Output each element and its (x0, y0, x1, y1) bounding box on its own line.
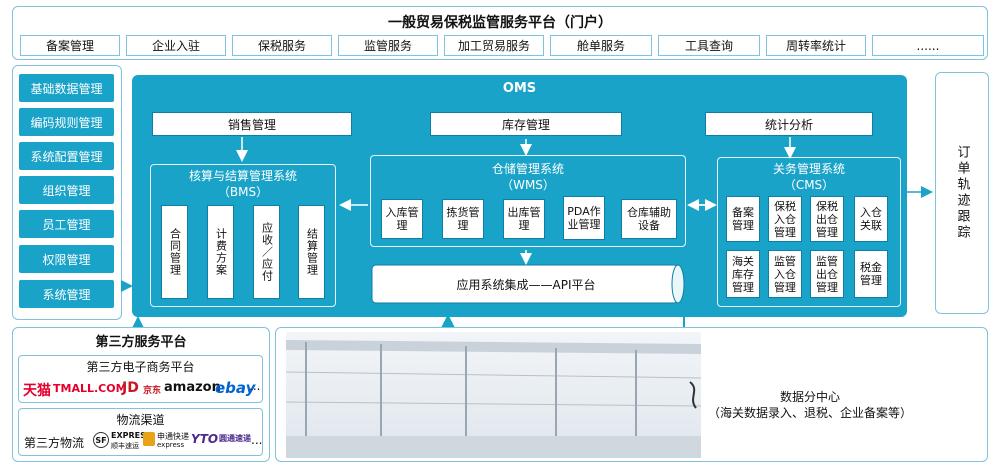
cms-inbound-link[interactable]: 入仓关联 (854, 196, 888, 242)
data-center-panel (275, 327, 988, 462)
oms-panel: OMS 销售管理 库存管理 统计分析 核算与结算管理系统 （BMS） 合同管理 … (132, 75, 907, 317)
module-statistics[interactable]: 统计分析 (705, 112, 873, 136)
nav-turnover-stats[interactable]: 周转率统计 (766, 35, 866, 56)
data-center-cable-icon (689, 381, 697, 409)
cms-bonded-outbound[interactable]: 保税出仓管理 (810, 196, 844, 242)
ecommerce-panel: 第三方电子商务平台 天猫 TMALL.COM JD 京东 amazon ebay… (18, 355, 263, 403)
cms-supervised-inbound[interactable]: 监管入仓管理 (768, 250, 802, 298)
bms-contract[interactable]: 合同管理 (161, 205, 188, 299)
wms-picking[interactable]: 拣货管理 (442, 199, 484, 239)
bms-group: 核算与结算管理系统 （BMS） 合同管理 计费方案 应收／应付 结算管理 (150, 164, 336, 307)
bms-billing-plan[interactable]: 计费方案 (207, 205, 234, 299)
order-tracking-label: 订单轨迹跟踪 (954, 145, 970, 241)
sto-express-text: express (157, 441, 185, 449)
ecommerce-title: 第三方电子商务平台 (86, 360, 195, 374)
api-platform-label[interactable]: 应用系统集成——API平台 (456, 277, 596, 292)
third-party-panel: 第三方服务平台 第三方电子商务平台 天猫 TMALL.COM JD 京东 ama… (12, 327, 270, 462)
logistics-panel: 物流渠道 第三方物流 SF EXPRESS 顺丰速运 申通快递 express … (18, 408, 263, 456)
cms-tax[interactable]: 税金管理 (854, 250, 888, 298)
wms-pda[interactable]: PDA作业管理 (563, 196, 605, 240)
third-party-title: 第三方服务平台 (95, 335, 187, 350)
module-sales[interactable]: 销售管理 (152, 112, 352, 136)
nav-tool-query[interactable]: 工具查询 (658, 35, 760, 56)
cms-title-abbr: （CMS） (783, 178, 835, 192)
api-platform-cylinder (371, 264, 685, 304)
jd-logo[interactable]: JD (122, 380, 139, 396)
bms-settlement[interactable]: 结算管理 (298, 205, 325, 299)
sto-logo[interactable]: 申通快递 (157, 432, 189, 441)
ecommerce-more[interactable]: ... (249, 379, 261, 393)
logistics-title: 物流渠道 (116, 413, 165, 427)
cms-customs-inventory[interactable]: 海关库存管理 (726, 250, 760, 298)
logistics-more[interactable]: ... (251, 433, 263, 447)
nav-enterprise-entry[interactable]: 企业入驻 (126, 35, 226, 56)
sidebar-item-system-admin[interactable]: 系统管理 (19, 280, 114, 308)
nav-manifest-service[interactable]: 舱单服务 (550, 35, 652, 56)
ebay-logo[interactable]: ebay (215, 379, 256, 397)
cms-filing[interactable]: 备案管理 (726, 196, 760, 242)
wms-title: 仓储管理系统 (491, 162, 564, 176)
nav-supervision-service[interactable]: 监管服务 (338, 35, 438, 56)
order-tracking-panel[interactable]: 订单轨迹跟踪 (935, 72, 989, 314)
portal-title: 一般贸易保税监管服务平台（门户） (388, 15, 612, 31)
yto-logo[interactable]: YTO (191, 432, 219, 446)
wms-outbound[interactable]: 出库管理 (503, 199, 545, 239)
module-inventory[interactable]: 库存管理 (430, 112, 622, 136)
sidebar-item-coding-rules[interactable]: 编码规则管理 (19, 108, 114, 136)
sidebar-item-permissions[interactable]: 权限管理 (19, 245, 114, 273)
sidebar-item-system-config[interactable]: 系统配置管理 (19, 142, 114, 170)
sto-icon (143, 432, 155, 446)
wms-group: 仓储管理系统 （WMS） 入库管理 拣货管理 出库管理 PDA作业管理 仓库辅助… (370, 155, 686, 247)
bms-title-abbr: （BMS） (217, 185, 269, 199)
sf-express-text: EXPRESS (111, 431, 152, 440)
amazon-logo[interactable]: amazon (164, 380, 221, 395)
yto-cn-name: 圆通速递 (219, 434, 251, 443)
bms-receivable-payable[interactable]: 应收／应付 (253, 205, 280, 299)
wms-title-abbr: （WMS） (501, 178, 555, 192)
wms-auxiliary-equipment[interactable]: 仓库辅助设备 (621, 199, 677, 239)
sidebar-item-staff[interactable]: 员工管理 (19, 210, 114, 238)
sidebar-item-organization[interactable]: 组织管理 (19, 176, 114, 204)
bms-title: 核算与结算管理系统 (188, 169, 297, 183)
data-center-photo (286, 332, 701, 458)
cms-title: 关务管理系统 (772, 162, 845, 176)
tmall-logo[interactable]: 天猫 (23, 383, 51, 399)
sf-logo[interactable]: SF (93, 432, 109, 448)
oms-title: OMS (502, 81, 537, 96)
data-center-title: 数据分中心 (779, 390, 840, 404)
cms-supervised-outbound[interactable]: 监管出仓管理 (810, 250, 844, 298)
wms-inbound[interactable]: 入库管理 (381, 199, 423, 239)
cms-group: 关务管理系统 （CMS） 备案管理 保税入仓管理 保税出仓管理 入仓关联 海关库… (717, 157, 901, 307)
nav-bonded-service[interactable]: 保税服务 (232, 35, 332, 56)
data-center-subtitle: （海关数据录入、退税、企业备案等） (707, 406, 912, 420)
sidebar-item-basic-data[interactable]: 基础数据管理 (19, 74, 114, 102)
nav-filing[interactable]: 备案管理 (20, 35, 120, 56)
cms-bonded-inbound[interactable]: 保税入仓管理 (768, 196, 802, 242)
sf-cn-name: 顺丰速运 (111, 442, 139, 450)
nav-more[interactable]: ...... (872, 35, 984, 56)
nav-processing-trade[interactable]: 加工贸易服务 (444, 35, 544, 56)
third-party-logistics-label: 第三方物流 (24, 436, 85, 450)
jd-cn-name: 京东 (143, 386, 162, 396)
tmall-domain: TMALL.COM (53, 382, 127, 395)
